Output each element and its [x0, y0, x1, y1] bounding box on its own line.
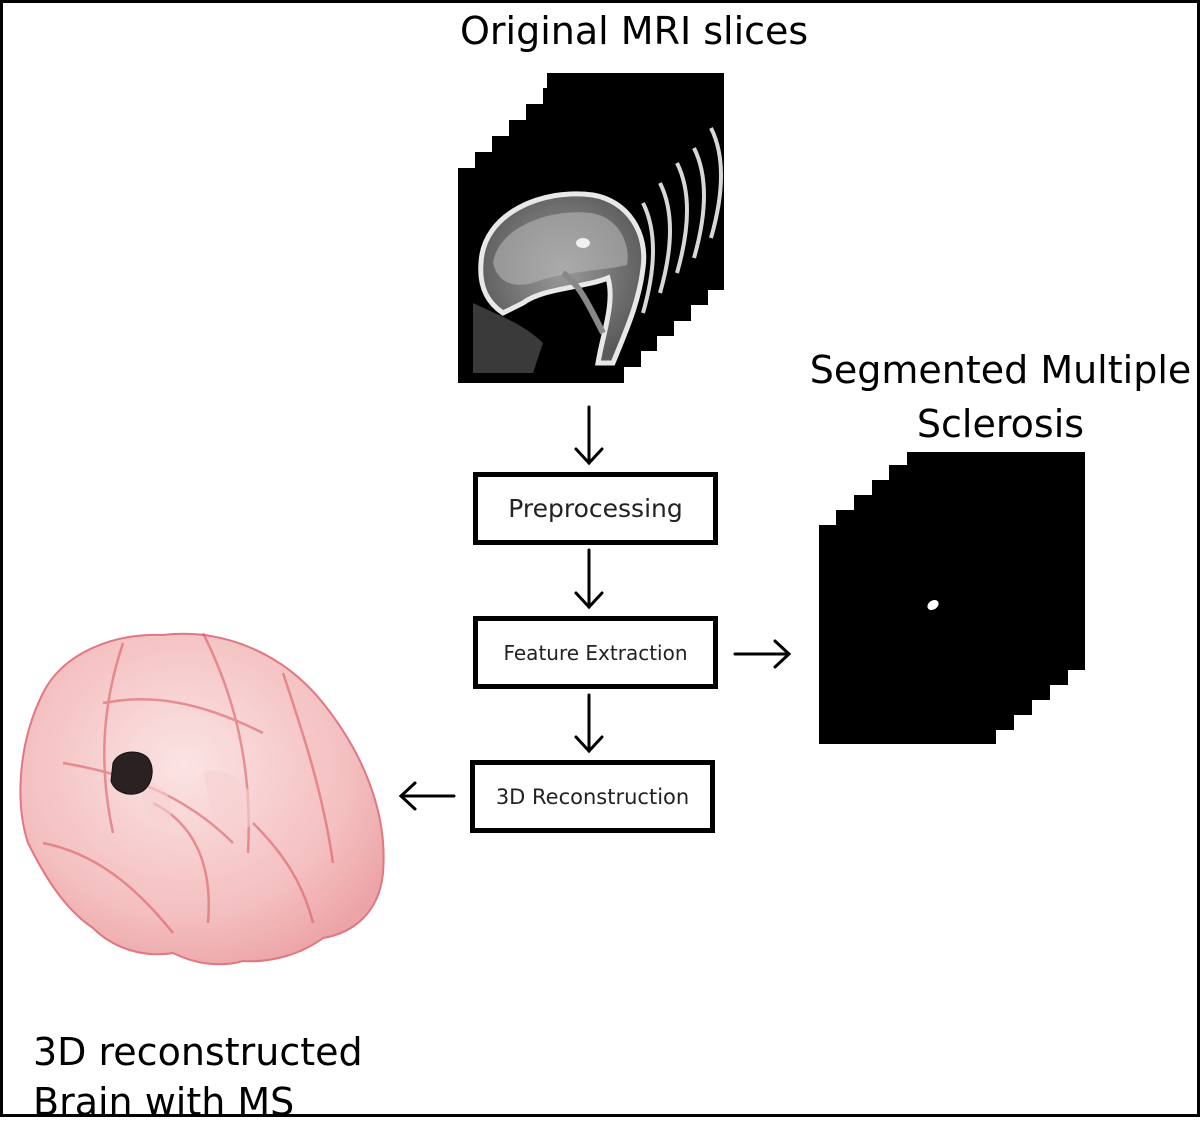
- feature-extraction-label: Feature Extraction: [503, 640, 688, 665]
- mri-slice-edge: [709, 127, 723, 239]
- arrow-left: [398, 781, 456, 811]
- segmented-title-line-2: Sclerosis: [916, 402, 1085, 446]
- preprocessing-step: Preprocessing: [473, 472, 718, 545]
- arrow-down-1: [574, 405, 604, 466]
- mri-slice-stack: [458, 73, 724, 383]
- diagram-graphics: [19, 73, 1085, 966]
- preprocessing-label: Preprocessing: [508, 494, 683, 523]
- arrow-right: [733, 639, 792, 669]
- arrow-down-2: [574, 548, 604, 610]
- mri-slice-edge: [658, 182, 672, 294]
- ms-lesion-mask: [927, 599, 939, 611]
- reconstruction-step: 3D Reconstruction: [470, 760, 715, 833]
- reconstruction-label: 3D Reconstruction: [495, 784, 690, 809]
- ms-lesion-3d: [110, 751, 153, 795]
- mri-slice-edge: [641, 202, 655, 314]
- segmented-title-line-1: Segmented Multiple: [809, 348, 1192, 392]
- mri-slice-edge: [692, 147, 706, 259]
- brain-outline: [19, 632, 385, 966]
- segmented-ms-title: Segmented Multiple Sclerosis: [803, 343, 1198, 451]
- brain-3d-render: [19, 632, 385, 966]
- feature-extraction-step: Feature Extraction: [473, 616, 718, 689]
- brain-title-line-1: 3D reconstructed: [33, 1030, 363, 1074]
- mri-slice-edge: [675, 162, 689, 274]
- arrow-down-3: [574, 693, 604, 754]
- segmentation-mask-stack: [819, 452, 1085, 744]
- segmentation-stack-silhouette: [819, 452, 1085, 744]
- mri-sagittal-head: [473, 191, 647, 373]
- original-mri-title: Original MRI slices: [460, 9, 809, 53]
